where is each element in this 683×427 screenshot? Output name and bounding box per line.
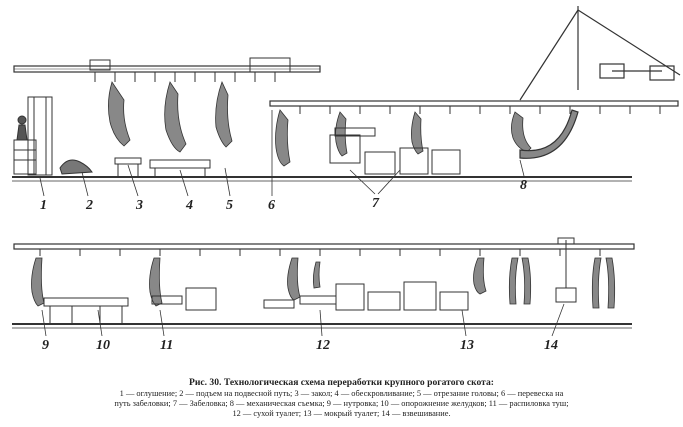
weighing-scale [555,237,577,303]
leader-lines [39,110,565,337]
step-number-11: 11 [160,338,174,353]
stunning-box [13,96,53,176]
conveyor-hooks-top [94,72,276,82]
step-number-7: 7 [372,196,379,211]
workstation-tables-top [114,127,461,176]
step-number-6: 6 [268,198,275,213]
step-number-8: 8 [520,178,527,193]
step-number-14: 14 [544,338,558,353]
hide-puller-machine [519,6,681,159]
process-diagram [12,6,681,337]
stunned-animal [59,159,93,175]
caption-line-3: 12 — сухой туалет; 13 — мокрый туалет; 1… [232,409,451,418]
worker-figure [16,115,28,141]
step-number-1: 1 [40,198,47,213]
caption-line-2: путь забеловки; 7 — Забеловка; 8 — механ… [114,399,569,408]
step-number-4: 4 [186,198,193,213]
step-number-2: 2 [86,198,93,213]
overhead-rail-bottom [13,243,635,250]
step-number-3: 3 [136,198,143,213]
figure-caption: Рис. 30. Технологическая схема переработ… [8,378,675,419]
step-number-13: 13 [460,338,474,353]
step-number-5: 5 [226,198,233,213]
hanging-carcasses-top [108,80,532,167]
step-number-9: 9 [42,338,49,353]
workstation-tables-bottom [43,281,469,324]
overhead-rail-right [269,100,679,107]
hanging-carcasses-bottom [31,257,616,309]
caption-title: Рис. 30. Технологическая схема переработ… [188,377,495,388]
step-number-12: 12 [316,338,330,353]
caption-line-1: 1 — оглушение; 2 — подъем на подвесной п… [119,389,564,398]
step-number-10: 10 [96,338,110,353]
